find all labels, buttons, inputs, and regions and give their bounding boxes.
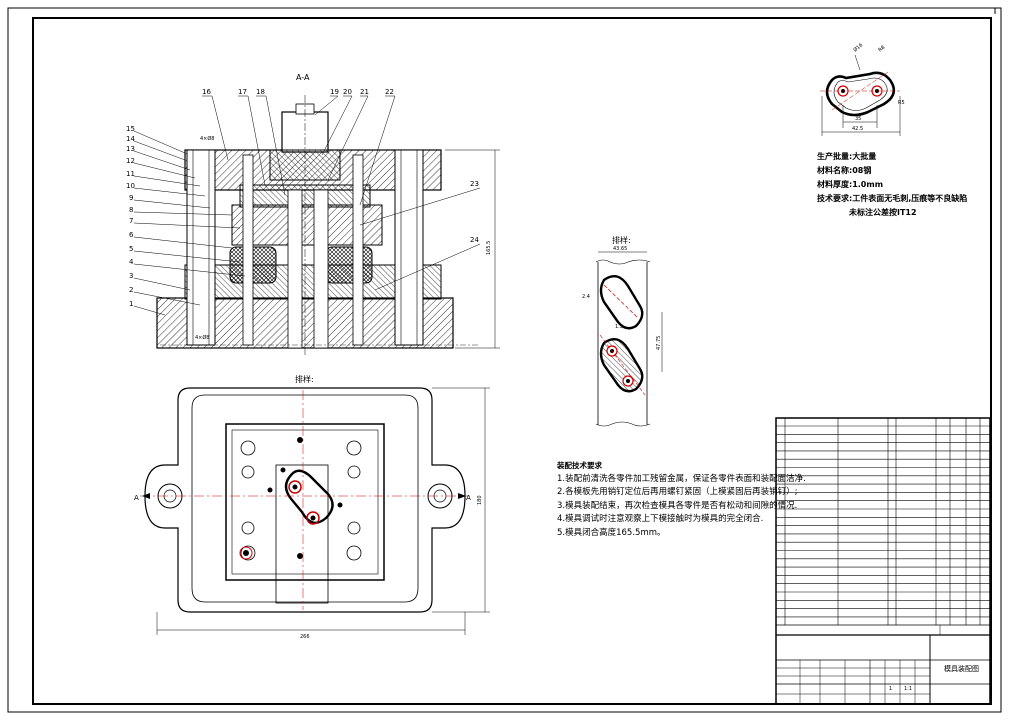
assembly-req-item: 5.模具闭合高度165.5mm。 bbox=[557, 527, 666, 538]
punch-left bbox=[287, 189, 303, 349]
rubber-block-right bbox=[325, 246, 373, 284]
part-no-16: 16 bbox=[202, 88, 211, 96]
spec-tech-req: 技术要求:工件表面无毛刺,压痕等不良缺陷 bbox=[817, 194, 968, 203]
part-no-10: 10 bbox=[126, 182, 135, 190]
leaders-left bbox=[133, 130, 246, 316]
assembly-requirements: 装配技术要求 1.装配前清洗各零件加工残留金属，保证各零件表面和装配面洁净. 2… bbox=[557, 459, 806, 540]
spec-tolerance: 未标注公差按IT12 bbox=[849, 208, 917, 217]
svg-text:Ø16: Ø16 bbox=[852, 42, 864, 54]
corner-marks bbox=[8, 8, 996, 713]
svg-text:42.5: 42.5 bbox=[852, 126, 863, 132]
punch-right bbox=[313, 189, 329, 349]
svg-text:4×Ø8: 4×Ø8 bbox=[195, 334, 210, 341]
plan-layout-label: 排样: bbox=[295, 374, 314, 384]
cut-label-right: A bbox=[466, 494, 471, 502]
part-no-24: 24 bbox=[470, 236, 479, 244]
part-no-3: 3 bbox=[129, 272, 133, 280]
guide-pillar-left bbox=[186, 149, 216, 346]
assembly-req-item: 3.模具装配结束，再次检查模具各零件是否有松动和间隙的情况. bbox=[557, 500, 798, 511]
part-no-2: 2 bbox=[129, 286, 133, 294]
part-no-8: 8 bbox=[129, 206, 133, 214]
plan-view: 排样: A A bbox=[134, 374, 490, 640]
strip-blank-1 bbox=[599, 274, 644, 330]
plan-part-outline bbox=[284, 469, 334, 524]
sheet-value: 1 bbox=[889, 686, 892, 692]
part-no-7: 7 bbox=[129, 217, 133, 225]
plan-screws bbox=[240, 440, 362, 561]
assembly-req-item: 2.各模板先用销钉定位后再用螺钉紧固（上模紧固后再装销钉）; bbox=[557, 487, 798, 497]
bom-table bbox=[775, 417, 991, 705]
spec-batch: 生产批量:大批量 bbox=[817, 152, 877, 161]
plan-strip bbox=[275, 464, 329, 604]
svg-text:1.5: 1.5 bbox=[615, 324, 623, 330]
guide-pillar-right bbox=[394, 149, 424, 346]
part-no-1: 1 bbox=[129, 300, 133, 308]
svg-text:165.5: 165.5 bbox=[486, 241, 492, 255]
part-no-11: 11 bbox=[126, 170, 135, 178]
strip-layout: 排样: 43.65 2.4 1.5 47.75 bbox=[582, 235, 663, 427]
spec-thickness: 材料厚度:1.0mm bbox=[817, 180, 884, 189]
part-no-19: 19 bbox=[330, 88, 339, 96]
svg-text:47.75: 47.75 bbox=[656, 336, 662, 350]
scale-value: 1:1 bbox=[904, 686, 912, 692]
part-no-14: 14 bbox=[126, 135, 135, 143]
part-outline bbox=[825, 71, 896, 117]
part-no-15: 15 bbox=[126, 125, 135, 133]
assembly-req-item: 4.模具调试时注意观察上下模接触时为模具的完全闭合. bbox=[557, 514, 764, 524]
screw-left bbox=[242, 154, 254, 346]
plan-die-plate bbox=[225, 423, 385, 581]
part-no-12: 12 bbox=[126, 157, 135, 165]
part-no-21: 21 bbox=[360, 88, 369, 96]
cut-label-left: A bbox=[134, 494, 139, 502]
assembly-req-title: 装配技术要求 bbox=[557, 461, 602, 470]
die-shank bbox=[281, 111, 329, 153]
part-no-23: 23 bbox=[470, 180, 479, 188]
spec-notes: 生产批量:大批量 材料名称:08钢 材料厚度:1.0mm 技术要求:工件表面无毛… bbox=[817, 150, 967, 220]
part-no-18: 18 bbox=[256, 88, 265, 96]
plan-width-dim: 266 bbox=[300, 634, 310, 640]
section-label: A-A bbox=[296, 73, 310, 82]
leaders-top bbox=[202, 95, 396, 206]
part-no-22: 22 bbox=[385, 88, 394, 96]
assembly-req-item: 1.装配前清洗各零件加工残留金属，保证各零件表面和装配面洁净. bbox=[557, 473, 806, 484]
leaders-right bbox=[359, 187, 481, 291]
plan-base-outline bbox=[144, 387, 466, 613]
part-no-20: 20 bbox=[343, 88, 352, 96]
part-no-6: 6 bbox=[129, 231, 134, 239]
part-no-4: 4 bbox=[129, 258, 134, 266]
part-numbers-top: 16 17 18 19 20 21 22 bbox=[202, 88, 394, 96]
inner-frame bbox=[32, 17, 992, 705]
part-no-17: 17 bbox=[238, 88, 247, 96]
drawing-name: 模具装配图 bbox=[944, 664, 979, 673]
svg-text:R8: R8 bbox=[877, 45, 886, 54]
part-drawing: 35 42.5 Ø16 R8 R5 bbox=[820, 42, 905, 136]
outer-border bbox=[7, 7, 1002, 713]
svg-text:2.4: 2.4 bbox=[582, 294, 590, 300]
plan-height-dim: 180 bbox=[477, 495, 483, 505]
part-no-13: 13 bbox=[126, 145, 135, 153]
part-numbers-left: 15 14 13 12 11 10 9 8 7 6 5 4 3 2 1 bbox=[126, 125, 135, 308]
svg-text:43.65: 43.65 bbox=[613, 246, 627, 252]
part-no-9: 9 bbox=[129, 194, 133, 202]
plan-pins bbox=[243, 437, 343, 559]
strip-layout-label: 排样: bbox=[612, 235, 631, 245]
section-view-a-a: A-A 165.5 4×Ø bbox=[126, 73, 500, 355]
screw-right bbox=[352, 154, 364, 346]
svg-text:R5: R5 bbox=[898, 100, 905, 106]
svg-text:4×Ø8: 4×Ø8 bbox=[200, 135, 215, 142]
svg-text:35: 35 bbox=[855, 116, 861, 122]
spec-material: 材料名称:08钢 bbox=[817, 166, 872, 175]
part-no-5: 5 bbox=[129, 245, 133, 253]
